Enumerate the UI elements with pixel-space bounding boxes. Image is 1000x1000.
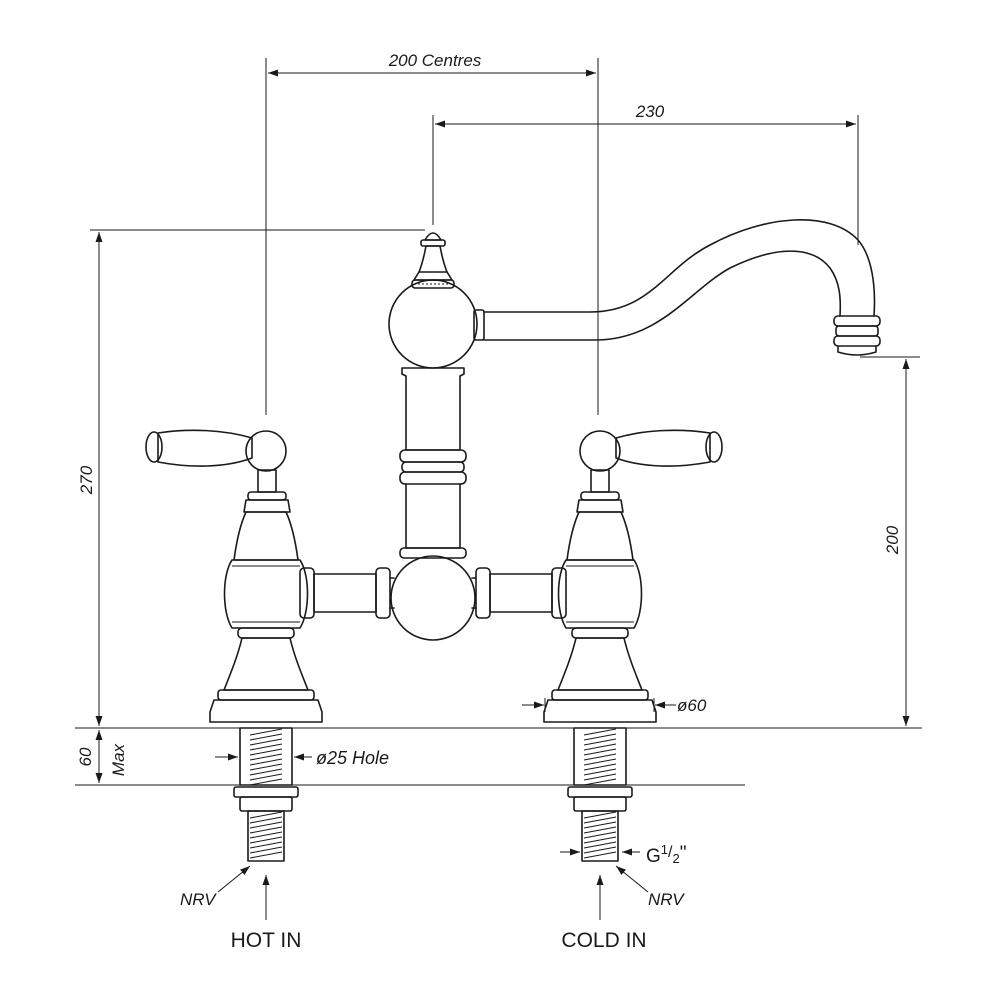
dimension-thread: G1/2" [560,842,686,867]
deck-lines [75,727,922,786]
thread-line [583,811,617,819]
deck-max-value: 60 [76,747,95,766]
thread-line [249,743,283,751]
dimension-spout-reach: 230 [435,102,856,128]
cold-shank-thread [583,728,617,786]
thread-line [249,763,283,771]
thread-line [249,841,283,849]
thread-numerator: 1 [661,842,668,857]
thread-line [249,831,283,839]
hot-shank-thread [249,728,283,786]
thread-line [583,836,617,844]
thread-line [249,778,283,786]
base-diameter-label: ø60 [677,696,707,715]
overall-height-label: 270 [77,465,96,495]
spout-height-label: 200 [883,525,902,555]
thread-g: G [646,846,661,867]
thread-inch: " [680,843,687,864]
spout-reach-label: 230 [635,102,665,121]
dimension-hole: ø25 Hole [215,748,389,768]
bridge-arms [299,567,567,619]
extension-lines [90,58,920,415]
thread-line [249,728,283,736]
thread-line [249,768,283,776]
thread-line [583,738,617,746]
thread-line [583,778,617,786]
cold-shank-lower-thread [583,811,617,859]
thread-line [249,846,283,854]
thread-line [249,836,283,844]
dimension-overall-height: 270 [77,232,103,726]
thread-line [249,758,283,766]
thread-line [583,763,617,771]
thread-line [249,816,283,824]
thread-line [249,821,283,829]
thread-line [583,753,617,761]
thread-line [249,773,283,781]
cold-valve [543,429,723,723]
hole-label: ø25 Hole [316,748,389,768]
thread-line [583,821,617,829]
centres-label: 200 Centres [388,51,482,70]
thread-line [249,811,283,819]
hot-shank [233,727,299,862]
thread-line [249,738,283,746]
thread-line [249,851,283,859]
thread-line [583,768,617,776]
dimension-base-diameter: ø60 [522,696,707,715]
thread-label: G1/2" [646,842,686,867]
spout [483,219,881,356]
dimension-deck-max: 60 Max [76,730,128,783]
thread-line [583,851,617,859]
dimension-spout-height: 200 [883,359,910,726]
cold-shank [567,727,633,862]
thread-denominator: 2 [672,851,679,866]
nrv-right-label: NRV [648,890,685,909]
deck-max-unit: Max [109,743,128,776]
thread-line [583,831,617,839]
thread-line [583,733,617,741]
thread-line [583,826,617,834]
thread-line [583,748,617,756]
thread-line [583,816,617,824]
thread-line [249,733,283,741]
thread-line [249,826,283,834]
thread-line [249,748,283,756]
thread-line [583,841,617,849]
hot-shank-lower-thread [249,811,283,859]
thread-line [583,758,617,766]
dimension-centres: 200 Centres [268,51,596,77]
thread-line [583,728,617,736]
hot-in-label: HOT IN [231,929,302,952]
nrv-left-label: NRV [180,890,217,909]
cold-inlet: NRV COLD IN [561,865,685,952]
thread-line [249,753,283,761]
thread-line [583,846,617,854]
thread-line [583,743,617,751]
hot-inlet: NRV HOT IN [180,865,302,952]
cold-in-label: COLD IN [561,929,646,952]
thread-line [583,773,617,781]
central-column [388,232,485,641]
hot-valve [145,429,323,723]
